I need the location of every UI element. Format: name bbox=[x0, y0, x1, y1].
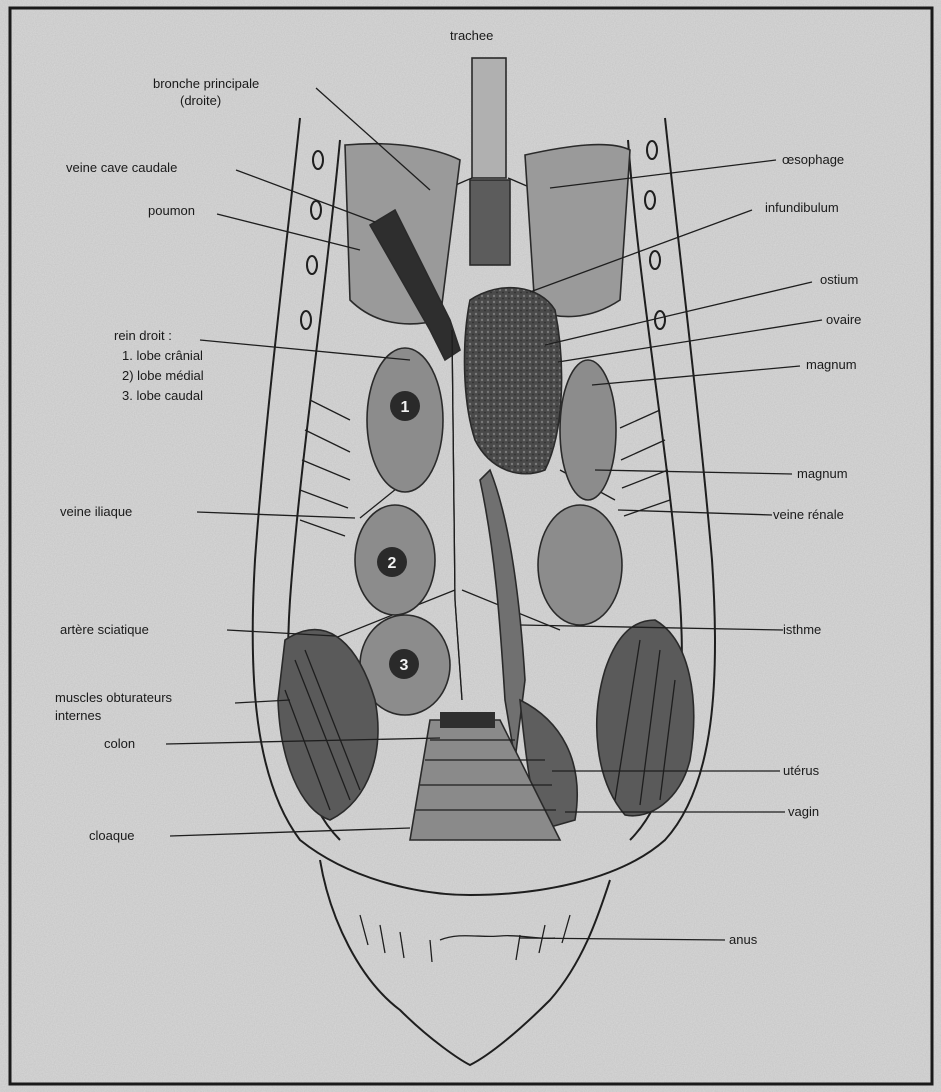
label-colon: colon bbox=[104, 736, 135, 751]
label-cloaque: cloaque bbox=[89, 828, 135, 843]
label-magnum-lower: magnum bbox=[797, 466, 848, 481]
label-artere-sciatique: artère sciatique bbox=[60, 622, 149, 637]
label-anus: anus bbox=[729, 932, 758, 947]
label-bronche-side: (droite) bbox=[180, 93, 221, 108]
label-bronche: bronche principale bbox=[153, 76, 259, 91]
label-rein-droit: rein droit : bbox=[114, 328, 172, 343]
label-magnum-upper: magnum bbox=[806, 357, 857, 372]
lobe-number-1: 1 bbox=[401, 399, 410, 416]
label-ovaire: ovaire bbox=[826, 312, 861, 327]
label-isthme: isthme bbox=[783, 622, 821, 637]
label-trachee: trachee bbox=[450, 28, 493, 43]
lobe-number-2: 2 bbox=[388, 555, 397, 572]
lobe-number-3: 3 bbox=[400, 657, 409, 674]
label-veine-iliaque: veine iliaque bbox=[60, 504, 132, 519]
trachea-shape bbox=[472, 58, 506, 178]
label-poumon: poumon bbox=[148, 203, 195, 218]
label-lobe-cranial: 1. lobe crânial bbox=[122, 348, 203, 363]
label-vagin: vagin bbox=[788, 804, 819, 819]
magnum-segment bbox=[560, 360, 616, 500]
label-ostium: ostium bbox=[820, 272, 858, 287]
label-oesophage: œsophage bbox=[782, 152, 844, 167]
label-infundibulum: infundibulum bbox=[765, 200, 839, 215]
label-lobe-caudal: 3. lobe caudal bbox=[122, 388, 203, 403]
label-uterus: utérus bbox=[783, 763, 820, 778]
syrinx-shape bbox=[470, 180, 510, 265]
label-lobe-medial: 2) lobe médial bbox=[122, 368, 204, 383]
label-muscles-internes: internes bbox=[55, 708, 102, 723]
ovary-shape bbox=[465, 288, 562, 474]
label-veine-cave: veine cave caudale bbox=[66, 160, 177, 175]
kidney-right-lobe bbox=[538, 505, 622, 625]
lung-right bbox=[525, 145, 630, 317]
label-veine-renale: veine rénale bbox=[773, 507, 844, 522]
colon-band bbox=[440, 712, 495, 728]
label-muscles: muscles obturateurs bbox=[55, 690, 173, 705]
